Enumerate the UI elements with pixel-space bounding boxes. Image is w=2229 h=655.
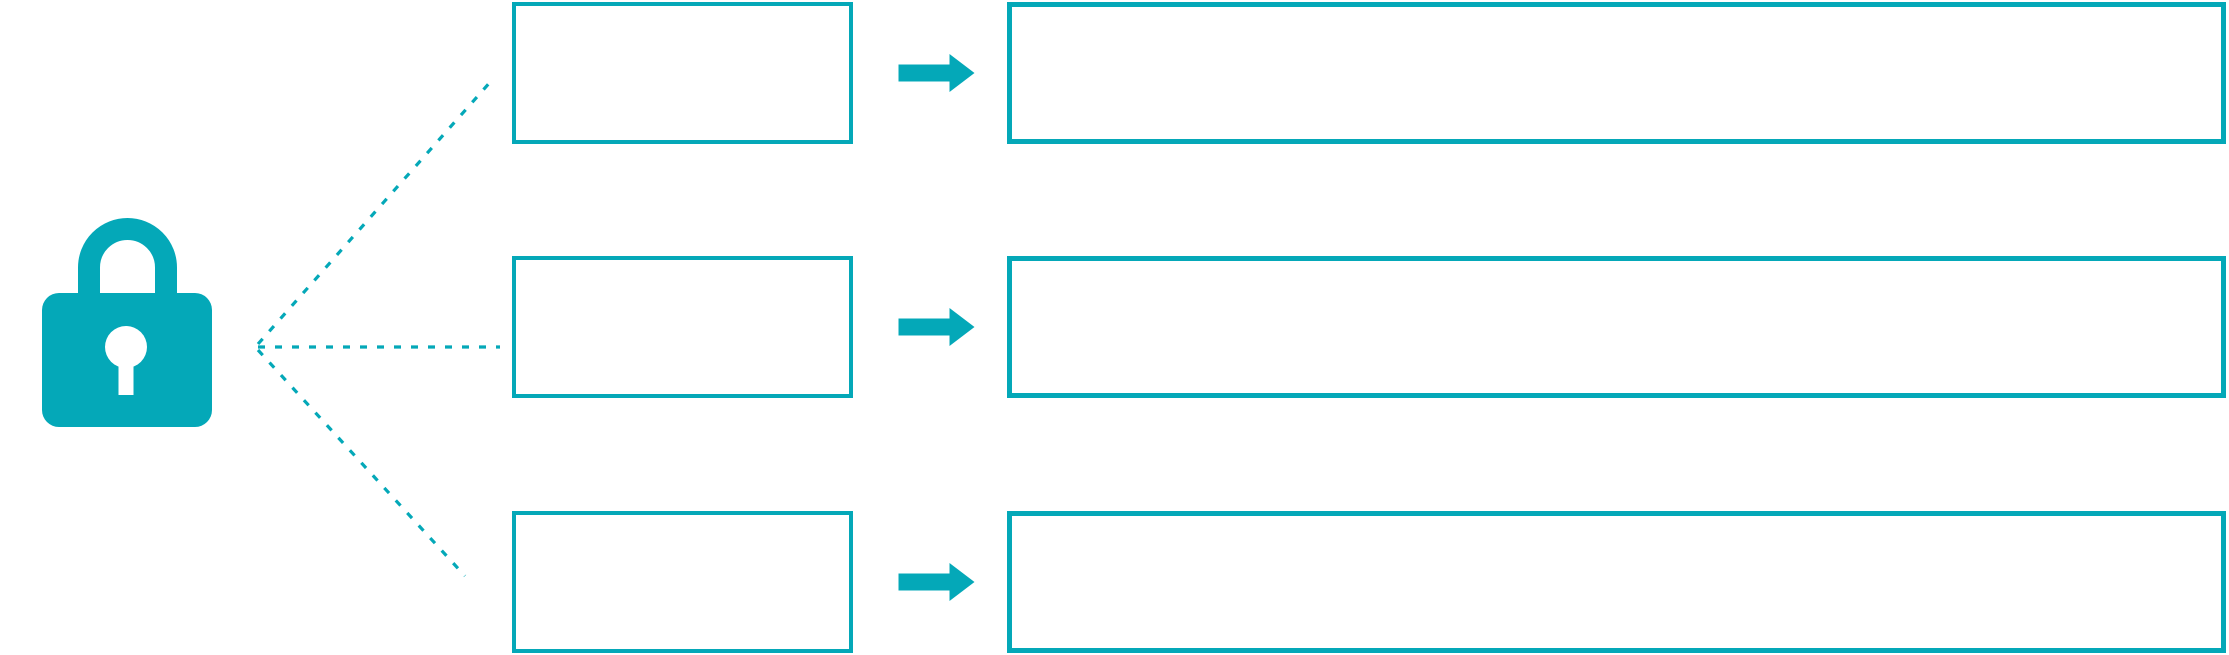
- source-box-3: [512, 511, 853, 653]
- lock-keyhole-stem: [118, 351, 134, 395]
- source-box-1: [512, 2, 853, 144]
- target-box-1: [1007, 2, 2226, 144]
- right-arrow-icon: [898, 54, 975, 92]
- right-arrow-icon: [898, 563, 975, 601]
- target-box-3: [1007, 511, 2226, 653]
- dotted-line-bottom: [256, 348, 467, 578]
- dotted-line-top: [256, 78, 494, 346]
- right-arrow-icon: [898, 308, 975, 346]
- lock-keyhole-circle: [105, 326, 147, 368]
- lock-shackle: [78, 218, 177, 302]
- source-box-2: [512, 256, 853, 398]
- target-box-2: [1007, 256, 2226, 398]
- lock-icon: [42, 218, 212, 427]
